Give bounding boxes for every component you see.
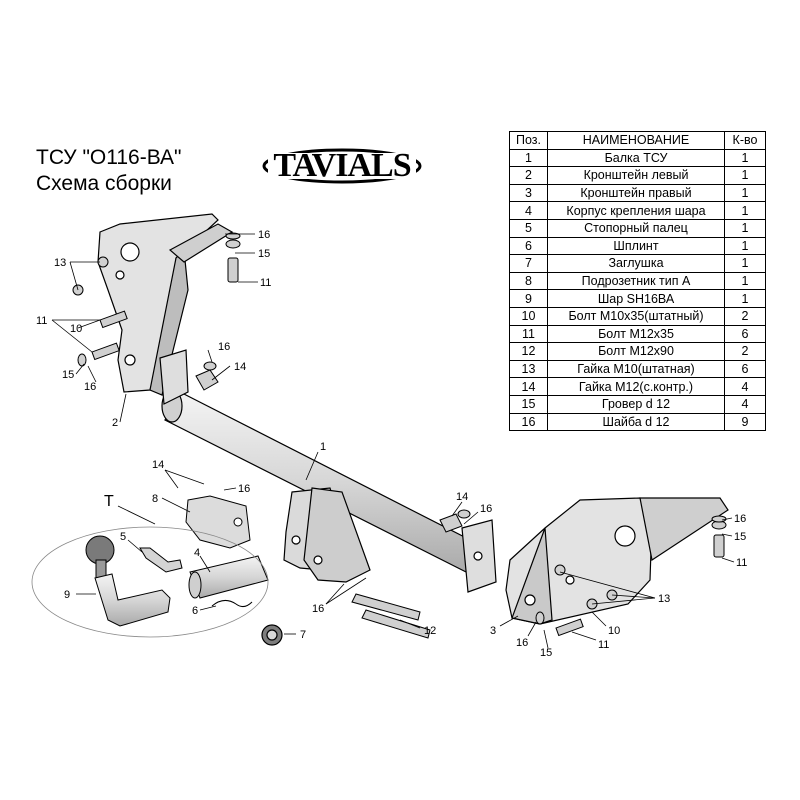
callout-13-a: 13 xyxy=(54,257,66,269)
callout-5: 5 xyxy=(120,531,126,543)
callout-10-a: 10 xyxy=(70,323,82,335)
callout-16-h: 16 xyxy=(734,513,746,525)
callout-14-a: 14 xyxy=(234,361,246,373)
callouts: 16 15 11 13 11 10 15 16 16 14 2 1 14 16 … xyxy=(36,229,747,659)
callout-16-a: 16 xyxy=(258,229,270,241)
callout-7: 7 xyxy=(300,629,306,641)
cell-name: Шплинт xyxy=(547,236,725,256)
callout-3: 3 xyxy=(490,625,496,637)
split-pin xyxy=(211,600,253,608)
callout-12: 12 xyxy=(424,625,436,637)
callout-11-c: 11 xyxy=(598,639,609,651)
callout-11-b: 11 xyxy=(36,315,47,327)
callout-4: 4 xyxy=(194,547,200,559)
callout-16-g: 16 xyxy=(516,637,528,649)
cell-pos: 11 xyxy=(509,324,548,344)
callout-15-d: 15 xyxy=(734,531,746,543)
callout-6: 6 xyxy=(192,605,198,617)
fasteners xyxy=(72,232,727,639)
cell-pos: 10 xyxy=(509,306,548,326)
cell-name: Кронштейн левый xyxy=(547,166,725,185)
callout-14-c: 14 xyxy=(456,491,468,503)
tow-beam xyxy=(159,349,497,593)
leader-lines xyxy=(51,233,735,649)
callout-11-d: 11 xyxy=(736,557,747,569)
parts-table-header: Поз. НАИМЕНОВАНИЕ К-во xyxy=(509,131,766,150)
brand-logo-text: TAVIALS xyxy=(273,147,410,184)
cell-pos: 16 xyxy=(509,412,548,432)
cell-name: Стопорный палец xyxy=(547,218,725,238)
scheme-subtitle: Схема сборки xyxy=(36,172,172,195)
callout-T: T xyxy=(104,493,114,510)
callout-16-d: 16 xyxy=(238,483,250,495)
callout-16-e: 16 xyxy=(312,603,324,615)
col-qty-header: К-во xyxy=(724,131,766,150)
locking-pin xyxy=(139,547,183,573)
callout-16-c: 16 xyxy=(218,341,230,353)
scheme-title: ТСУ "O116-ВА" xyxy=(36,146,182,169)
callout-15-a: 15 xyxy=(258,248,270,260)
callout-16-b: 16 xyxy=(84,381,96,393)
tow-ball xyxy=(85,535,171,627)
callout-9: 9 xyxy=(64,589,70,601)
cell-name: Шайба d 12 xyxy=(547,412,725,432)
end-cap xyxy=(261,624,283,646)
cell-name: Корпус крепления шара xyxy=(547,201,725,220)
cell-qty: 1 xyxy=(724,201,766,220)
cell-name: Заглушка xyxy=(547,254,725,273)
callout-8: 8 xyxy=(152,493,158,505)
callout-2: 2 xyxy=(112,417,118,429)
callout-15-c: 15 xyxy=(540,647,552,659)
callout-15-b: 15 xyxy=(62,369,74,381)
brand-logo: TAVIALS xyxy=(262,147,422,184)
ball-mount-housing xyxy=(188,555,269,599)
cell-qty: 9 xyxy=(724,412,766,432)
cell-name: Кронштейн правый xyxy=(547,183,725,203)
callout-1: 1 xyxy=(320,441,326,453)
callout-14-b: 14 xyxy=(152,459,164,471)
cell-name: Гайка М12(с.контр.) xyxy=(547,377,725,396)
callout-11-a: 11 xyxy=(260,277,271,289)
socket-plate xyxy=(185,495,251,549)
cell-qty: 6 xyxy=(724,359,766,379)
callout-13-b: 13 xyxy=(658,593,670,605)
towbar-ball-group-outline xyxy=(31,526,269,638)
callout-16-f: 16 xyxy=(480,503,492,515)
right-bracket xyxy=(505,497,729,625)
cell-name: Болт М10х35(штатный) xyxy=(547,306,725,326)
callout-10-b: 10 xyxy=(608,625,620,637)
